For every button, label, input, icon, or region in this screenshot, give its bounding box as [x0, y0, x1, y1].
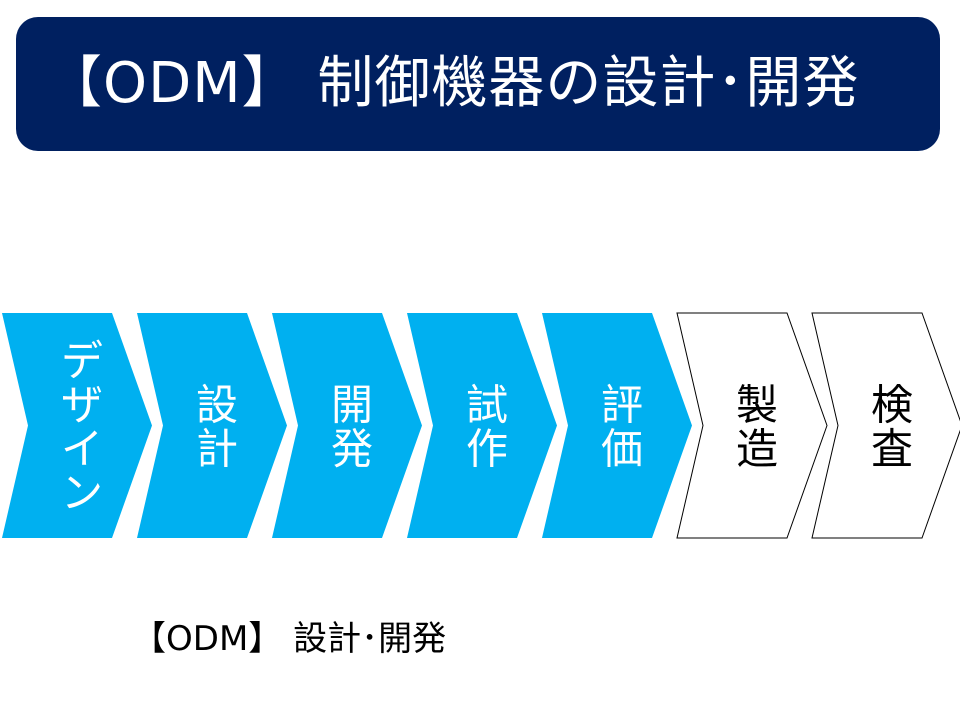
process-step-chevron	[137, 313, 287, 538]
process-step: 開発	[272, 313, 422, 538]
process-step-chevron	[676, 312, 828, 539]
process-step: 検査	[811, 312, 960, 539]
process-step-label: 開発	[331, 381, 373, 474]
title-banner: 【ODM】 制御機器の設計･開発	[16, 17, 940, 151]
process-step-label: デザイン	[61, 337, 103, 518]
process-step-chevron	[272, 313, 422, 538]
process-step-chevron	[542, 313, 692, 538]
process-step-label: 検査	[871, 381, 913, 474]
process-step-label: 試作	[466, 381, 508, 474]
process-step: デザイン	[2, 313, 152, 538]
process-step-chevron	[811, 312, 960, 539]
process-step-label: 製造	[736, 381, 778, 474]
process-step: 試作	[407, 313, 557, 538]
odm-range-label: 【ODM】 設計･開発	[132, 619, 447, 659]
process-step-chevron	[2, 313, 152, 538]
page-title: 【ODM】 制御機器の設計･開発	[46, 51, 860, 116]
process-step: 評価	[542, 313, 692, 538]
process-step-label: 設計	[196, 381, 238, 474]
process-step: 製造	[676, 312, 828, 539]
process-step-label: 評価	[601, 381, 643, 474]
process-step-chevron	[407, 313, 557, 538]
process-step: 設計	[137, 313, 287, 538]
